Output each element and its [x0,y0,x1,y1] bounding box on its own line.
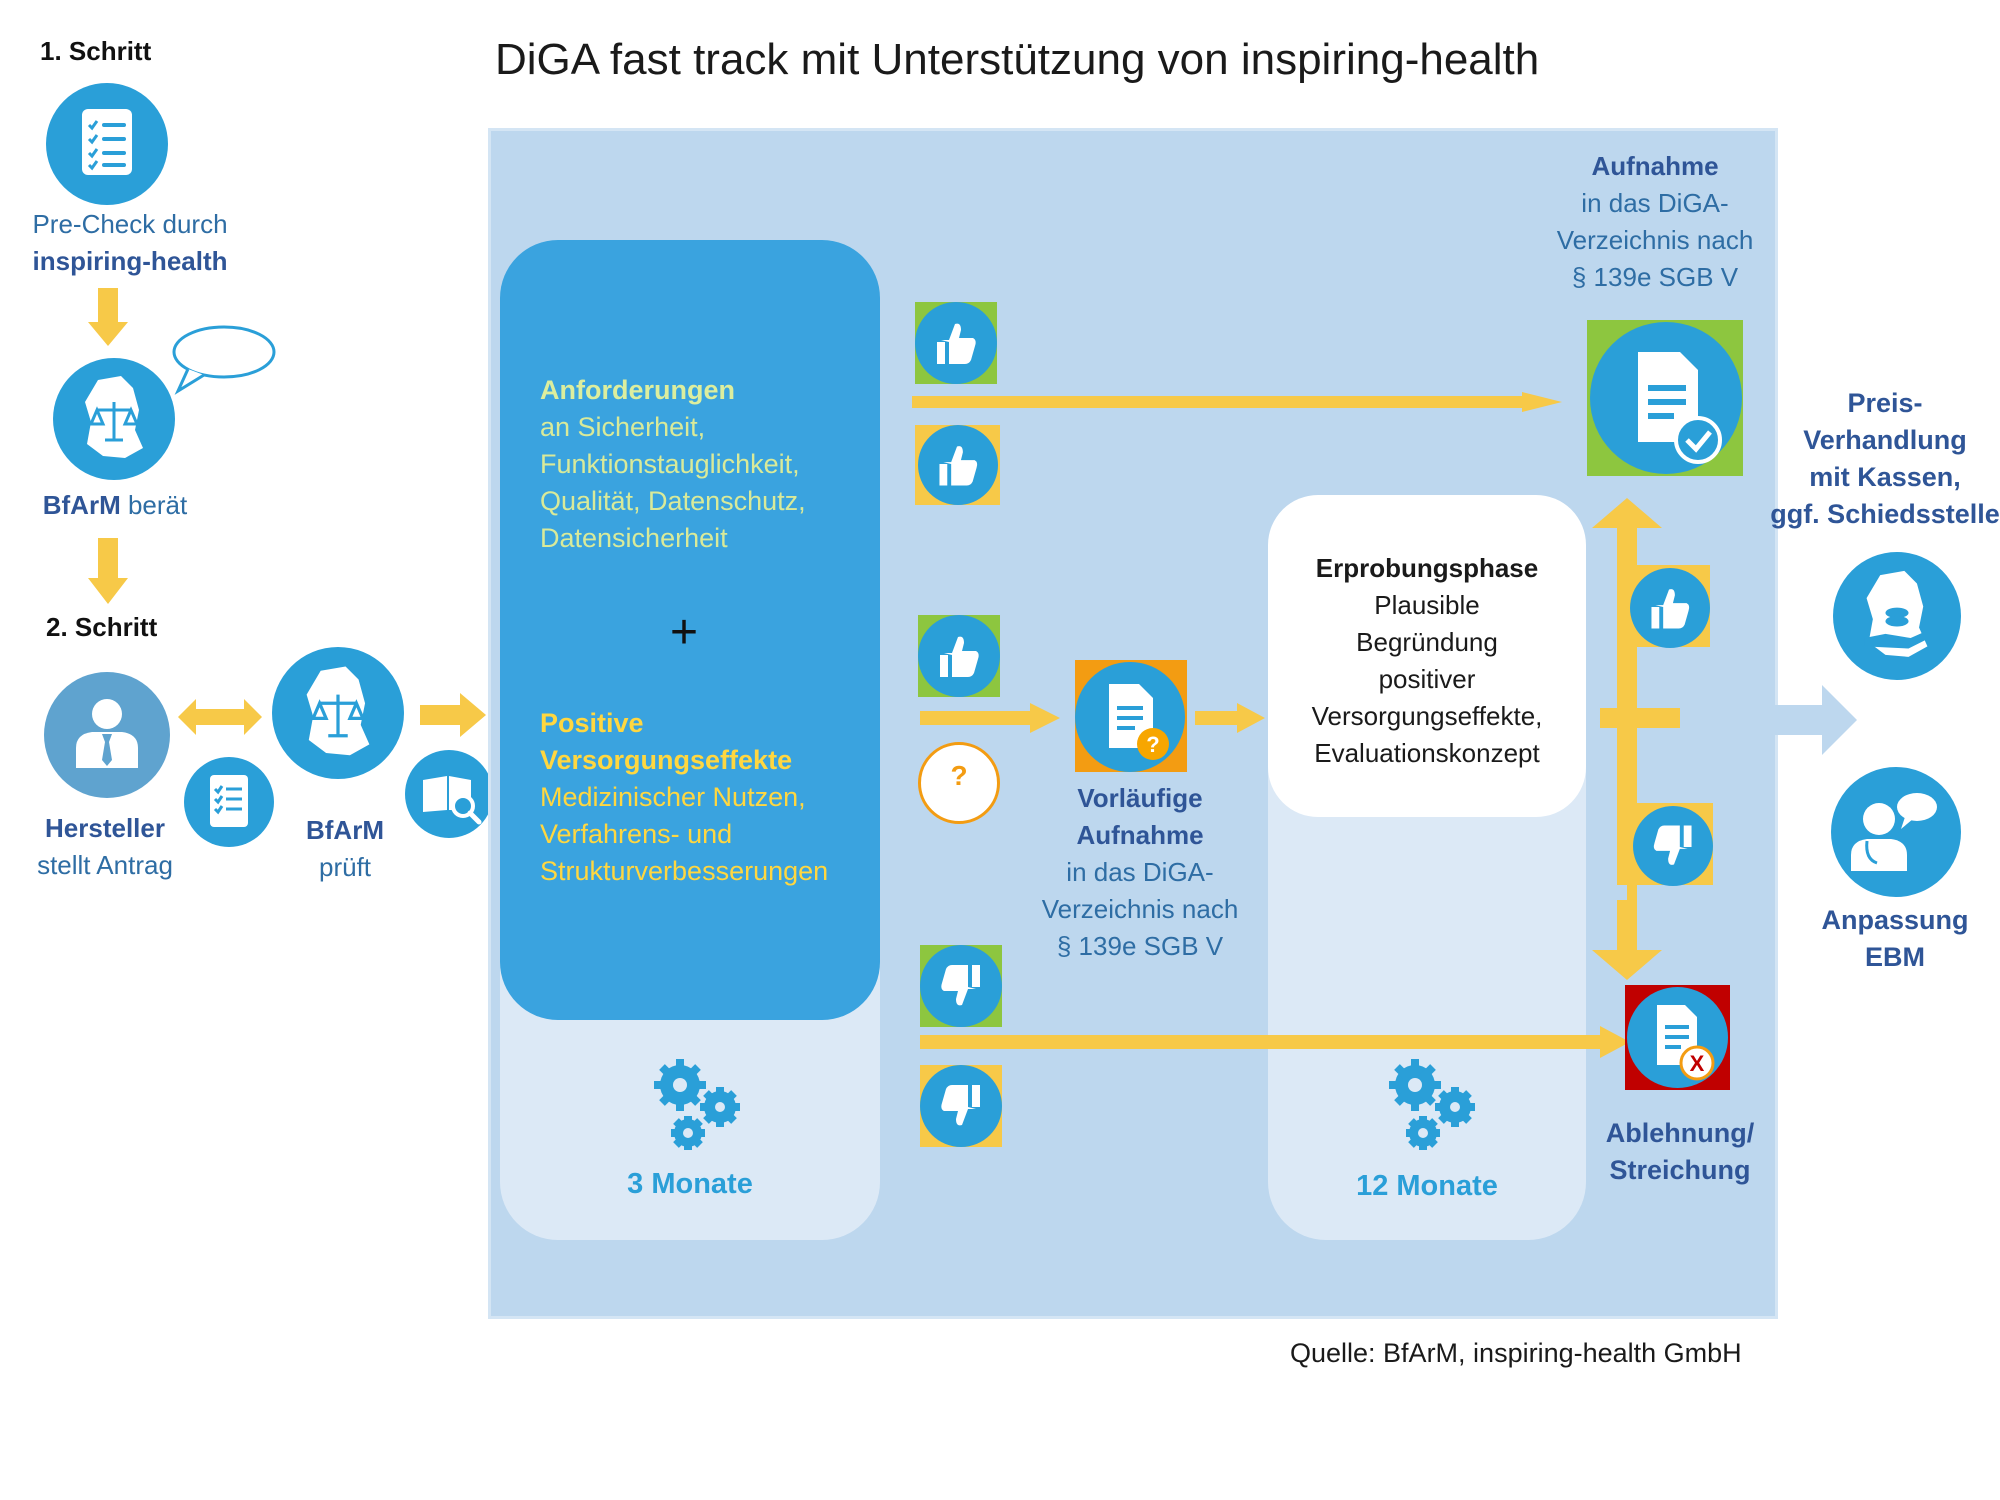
pending-document-icon: ? [1075,662,1185,772]
arrow-out [1772,685,1857,755]
precheck-line1: Pre-Check durch [32,209,228,239]
preis-line-3: mit Kassen, [1809,462,1961,492]
vorlaeufig-bold-2: Aufnahme [1076,820,1204,850]
precheck-line2: inspiring-health [32,246,228,276]
vorlaeufig-line-2: Verzeichnis nach [1041,894,1239,924]
book-search-icon [405,750,493,838]
aufnahme-line-1: in das DiGA- [1581,188,1729,218]
ablehnung-line1: Ablehnung/ [1605,1118,1755,1148]
aufnahme-bold: Aufnahme [1591,151,1719,181]
ebm-line1: Anpassung [1821,905,1969,935]
decision-line [1617,575,1637,885]
preis-line-4: ggf. Schiedsstelle [1770,499,2000,529]
bfarm-germany-icon [53,358,175,480]
question-icon [918,742,1000,824]
svg-text:X: X [1690,1051,1705,1076]
bfarm-germany-icon-2 [272,647,404,779]
thumbs-down-icon-3 [1633,806,1713,886]
gears-icon [654,1059,740,1150]
hersteller-line2: stellt Antrag [37,850,173,880]
arrow-down-reject [1592,900,1662,980]
thumbs-up-icon-4 [1630,568,1710,648]
doctor-icon [1831,767,1961,897]
vorlaeufig-bold-1: Vorläufige [1077,783,1203,813]
vorlaeufig-line-3: § 139e SGB V [1056,931,1224,961]
trial-line-3: positiver [1378,664,1476,694]
thumbs-down-icon [920,945,1002,1027]
hersteller-line1: Hersteller [45,813,165,843]
aufnahme-line-3: § 139e SGB V [1571,262,1739,292]
approved-document-icon [1590,322,1742,474]
preis-line-2: Verhandlung [1803,425,1967,455]
double-arrow [178,699,262,735]
bfarm-prueft-line2: prüft [318,852,372,882]
positive-line-1: Medizinischer Nutzen, [540,782,806,812]
bfarm-beraet-rest: berät [120,490,188,520]
trial-line-4: Versorgungseffekte, [1311,701,1543,731]
svg-text:?: ? [1146,732,1159,757]
requirements-line-4: Datensicherheit [540,523,728,553]
source-note: Quelle: BfArM, inspiring-health GmbH [1290,1338,1742,1368]
trial-exit-line [1600,708,1680,728]
arrow-down-1 [88,288,128,346]
bfarm-prueft-line1: BfArM [306,815,384,845]
arrow-to-panel [420,693,486,737]
positive-line-3: Strukturverbesserungen [540,856,829,886]
checklist-icon [46,83,168,205]
question-mark: ? [950,760,968,791]
trial-phase-box [1268,495,1586,817]
requirements-line-2: Funktionstauglichkeit, [540,449,800,479]
duration-3-months: 3 Monate [627,1168,753,1200]
trial-heading: Erprobungsphase [1315,553,1539,583]
plus-sign: + [670,606,699,659]
requirements-heading: Anforderungen [540,375,735,405]
document-icon [184,757,274,847]
germany-money-icon [1833,552,1961,680]
rejected-document-icon: X [1627,987,1728,1088]
requirements-line-3: Qualität, Datenschutz, [540,486,806,516]
positive-heading-2: Versorgungseffekte [540,745,793,775]
arrow-to-trial [1195,703,1265,733]
arrow-reject [920,1026,1630,1058]
step-2-label: 2. Schritt [46,612,158,642]
trial-line-1: Plausible [1374,590,1480,620]
decision-line-2 [1627,885,1637,905]
thumbs-down-icon-2 [920,1065,1002,1147]
trial-line-2: Begründung [1356,627,1498,657]
thumbs-up-icon-3 [918,615,1000,697]
requirements-line-1: an Sicherheit, [540,412,706,442]
preis-line-1: Preis- [1847,388,1923,418]
vorlaeufig-line-1: in das DiGA- [1066,857,1214,887]
aufnahme-line-2: Verzeichnis nach [1556,225,1754,255]
page-title: DiGA fast track mit Unterstützung von in… [495,35,1540,84]
positive-line-2: Verfahrens- und [540,819,733,849]
positive-heading-1: Positive [540,708,644,738]
arrow-accept [912,392,1562,412]
person-icon [44,672,170,798]
requirements-box [500,240,880,1020]
gears-icon-2 [1389,1059,1475,1150]
ebm-line2: EBM [1865,942,1925,972]
duration-12-months: 12 Monate [1356,1170,1498,1202]
arrow-down-2 [88,538,128,604]
speech-bubble-icon [172,325,276,395]
bfarm-beraet-bold: BfArM [42,490,121,520]
thumbs-up-icon [915,302,997,384]
arrow-provisional [920,703,1060,733]
ablehnung-line2: Streichung [1609,1155,1751,1185]
thumbs-up-icon-2 [918,425,998,505]
arrow-up [1592,498,1662,578]
step-1-label: 1. Schritt [40,36,152,66]
trial-line-5: Evaluationskonzept [1314,738,1540,768]
